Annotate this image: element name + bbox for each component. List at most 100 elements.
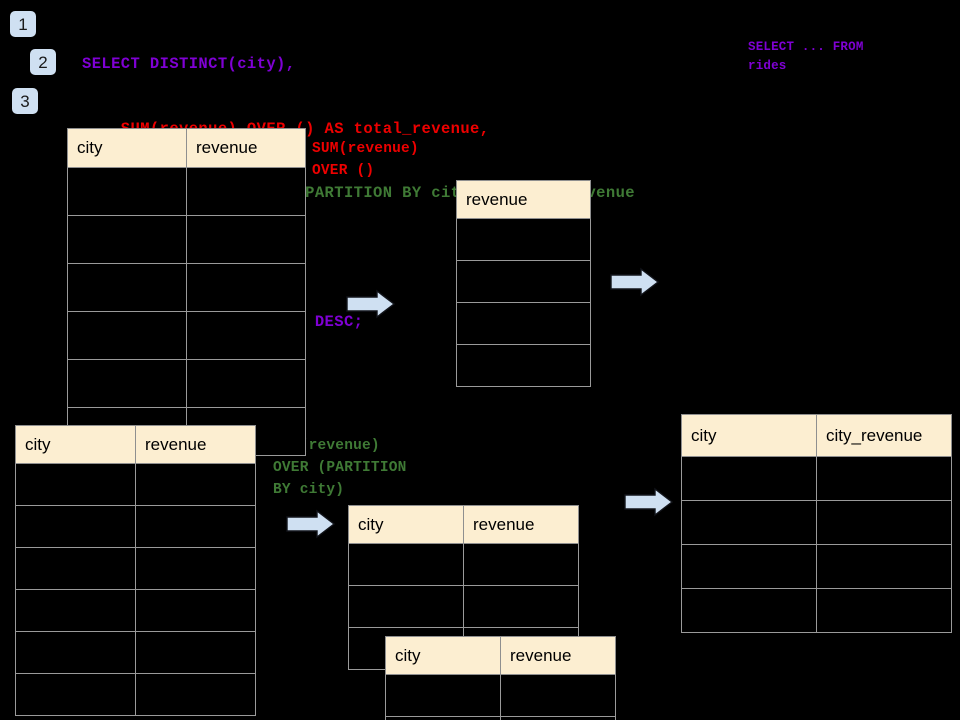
cell-city [67, 167, 187, 216]
cell-revenue [135, 631, 256, 674]
table-row [681, 544, 952, 589]
select-from-note: SELECT ... FROM rides [748, 40, 864, 73]
step-badge-2-label: 2 [38, 52, 48, 72]
step-badge-1-label: 1 [18, 14, 28, 34]
arrow-right-icon [610, 267, 660, 297]
cell-city [15, 463, 136, 506]
total-revenue-table: revenue [456, 180, 591, 387]
cell-city [348, 585, 464, 628]
cell-revenue [135, 547, 256, 590]
cell-city-revenue [816, 500, 952, 545]
table-row [681, 500, 952, 545]
table-header-row: city revenue [15, 425, 256, 464]
cell-city [681, 500, 817, 545]
table-row [67, 215, 306, 264]
column-header-city: city [15, 425, 136, 464]
cell-city [681, 588, 817, 633]
step-badge-2[interactable]: 2 [30, 49, 56, 75]
table-row [67, 263, 306, 312]
cell-city [15, 505, 136, 548]
cell-revenue [186, 167, 306, 216]
table-row [456, 260, 591, 303]
cell-revenue [135, 463, 256, 506]
column-header-city: city [67, 128, 187, 168]
table-row [15, 673, 256, 716]
final-result-table: city city_revenue [681, 414, 952, 633]
step-badge-3-label: 3 [20, 91, 30, 111]
partition-group-table-front: city revenue [385, 636, 616, 720]
column-header-revenue: revenue [463, 505, 579, 544]
table-row [67, 311, 306, 360]
cell-city-revenue [816, 456, 952, 501]
cell-revenue [456, 260, 591, 303]
table-header-row: city city_revenue [681, 414, 952, 457]
cell-revenue [186, 359, 306, 408]
table-row [456, 344, 591, 387]
cell-revenue [463, 585, 579, 628]
table-header-row: revenue [456, 180, 591, 219]
column-header-city: city [681, 414, 817, 457]
step-badge-1[interactable]: 1 [10, 11, 36, 37]
table-row [385, 674, 616, 717]
table-row [15, 463, 256, 506]
cell-city [67, 359, 187, 408]
table-row [15, 631, 256, 674]
cell-city [348, 543, 464, 586]
cell-revenue [135, 673, 256, 716]
table-row [15, 547, 256, 590]
column-header-city: city [385, 636, 501, 675]
cell-city [15, 547, 136, 590]
arrow-right-icon [346, 289, 396, 319]
arrow-total-to-result [610, 267, 660, 302]
annotation-over-empty: SUM(revenue) OVER () [312, 141, 419, 179]
table-row [348, 585, 579, 628]
table-row [348, 543, 579, 586]
cell-revenue [456, 218, 591, 261]
table-row [67, 359, 306, 408]
table-header-row: city revenue [67, 128, 306, 168]
cell-city [67, 215, 187, 264]
table-row [385, 716, 616, 720]
arrow-source-to-partition [286, 509, 336, 544]
arrow-right-icon [624, 487, 674, 517]
cell-city [67, 263, 187, 312]
table-row [15, 589, 256, 632]
cell-revenue [186, 311, 306, 360]
table-row [67, 167, 306, 216]
cell-revenue [135, 505, 256, 548]
cell-city [15, 589, 136, 632]
table-row [456, 302, 591, 345]
cell-revenue [500, 674, 616, 717]
cell-revenue [456, 344, 591, 387]
cell-city [681, 544, 817, 589]
step-badge-3[interactable]: 3 [12, 88, 38, 114]
cell-city [681, 456, 817, 501]
table-header-row: city revenue [385, 636, 616, 675]
column-header-city-revenue: city_revenue [816, 414, 952, 457]
cell-city [67, 311, 187, 360]
table-row [15, 505, 256, 548]
arrow-partition-to-result [624, 487, 674, 522]
table-row [681, 456, 952, 501]
table-row [456, 218, 591, 261]
rides-source-table-partitioned: city revenue [15, 425, 256, 716]
cell-revenue [135, 589, 256, 632]
cell-revenue [456, 302, 591, 345]
column-header-city: city [348, 505, 464, 544]
cell-city [15, 673, 136, 716]
cell-revenue [500, 716, 616, 720]
column-header-revenue: revenue [186, 128, 306, 168]
cell-city [15, 631, 136, 674]
arrow-source-to-total [346, 289, 396, 324]
cell-city-revenue [816, 544, 952, 589]
column-header-revenue: revenue [135, 425, 256, 464]
cell-revenue [186, 215, 306, 264]
column-header-revenue: revenue [456, 180, 591, 219]
cell-city [385, 716, 501, 720]
arrow-right-icon [286, 509, 336, 539]
sql-line-select: SELECT DISTINCT(city), [82, 55, 296, 73]
cell-revenue [186, 263, 306, 312]
column-header-revenue: revenue [500, 636, 616, 675]
rides-source-table: city revenue [67, 128, 306, 456]
